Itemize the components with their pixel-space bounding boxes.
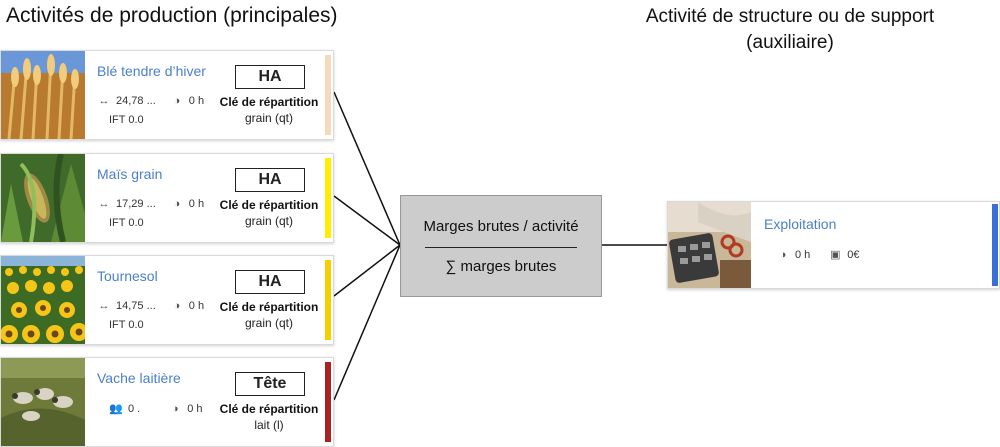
headcount-value: 0 .	[128, 402, 141, 415]
clock-icon: ◑	[173, 198, 181, 210]
arrows-icon: ↔	[98, 198, 110, 210]
activity-card-ble[interactable]: Blé tendre d’hiver ↔ 24,78 ... ◑ 0 h IFT…	[0, 50, 334, 140]
activity-card-mais[interactable]: Maïs grain ↔ 17,29 ... ◑ 0 h IFT 0.0 HA …	[0, 153, 334, 243]
area-value: 24,78 ...	[116, 95, 156, 107]
connector-ble	[333, 91, 401, 246]
cows-photo	[1, 358, 85, 446]
clock-icon: ◑	[171, 402, 179, 415]
activity-name[interactable]: Vache laitière	[97, 370, 181, 386]
hours-value: 0 h	[188, 300, 205, 312]
cle-label: Clé de répartition	[219, 300, 319, 314]
fraction-rule	[425, 247, 577, 248]
formula-box: Marges brutes / activité ∑ marges brutes	[400, 195, 602, 297]
activity-card-tournesol[interactable]: Tournesol ↔ 14,75 ... ◑ 0 h IFT 0.0 HA C…	[0, 255, 334, 345]
color-bar	[992, 204, 998, 286]
cle-label: Clé de répartition	[219, 402, 319, 416]
cle-value: grain (qt)	[244, 214, 294, 228]
wheat-photo	[1, 51, 85, 139]
arrows-icon: ↔	[98, 300, 110, 312]
office-photo	[668, 202, 751, 288]
activity-card-exploitation[interactable]: Exploitation ◑ 0 h ▣ 0€	[667, 201, 1000, 289]
ift-value: IFT 0.0	[109, 319, 144, 331]
production-heading: Activités de production (principales)	[6, 4, 338, 27]
unit-badge: Tête	[235, 372, 305, 396]
arrows-icon: ↔	[98, 95, 110, 107]
people-icon: 👥	[109, 403, 123, 415]
cle-label: Clé de répartition	[219, 198, 319, 212]
activity-name[interactable]: Tournesol	[97, 268, 158, 284]
ift-value: IFT 0.0	[109, 114, 144, 126]
area-value: 17,29 ...	[116, 198, 156, 210]
connector-mais	[333, 195, 401, 246]
cle-value: grain (qt)	[244, 316, 294, 330]
cle-value: lait (l)	[254, 418, 284, 432]
sunflower-photo	[1, 256, 85, 344]
activity-meta: 👥 0 . ◑ 0 h	[109, 402, 217, 416]
activity-card-vache[interactable]: Vache laitière 👥 0 . ◑ 0 h Tête Clé de r…	[0, 357, 334, 447]
corn-photo	[1, 154, 85, 242]
clock-icon: ◑	[779, 248, 787, 261]
activity-meta: ↔ 14,75 ... ◑ 0 h	[97, 300, 218, 312]
clock-icon: ◑	[173, 300, 181, 312]
unit-badge: HA	[235, 65, 305, 89]
activity-name[interactable]: Blé tendre d’hiver	[97, 63, 206, 79]
area-value: 14,75 ...	[116, 300, 156, 312]
hours-value: 0 h	[188, 95, 205, 107]
support-heading-line1: Activité de structure ou de support	[645, 6, 935, 27]
amount-value: 0€	[847, 248, 860, 261]
activity-meta: ↔ 24,78 ... ◑ 0 h	[97, 95, 218, 107]
unit-badge: HA	[235, 168, 305, 192]
hours-value: 0 h	[188, 198, 205, 210]
activity-meta: ↔ 17,29 ... ◑ 0 h	[97, 198, 218, 210]
formula-denominator: ∑ marges brutes	[445, 258, 557, 275]
color-bar	[325, 158, 331, 238]
support-heading-line2: (auxiliaire)	[746, 32, 834, 53]
connector-tournesol	[333, 244, 401, 297]
money-icon: ▣	[830, 249, 841, 261]
cle-label: Clé de répartition	[219, 95, 319, 109]
support-heading: Activité de structure ou de support (aux…	[640, 4, 940, 56]
hours-value: 0 h	[795, 248, 811, 261]
cle-value: grain (qt)	[244, 111, 294, 125]
formula-numerator: Marges brutes / activité	[423, 218, 579, 235]
color-bar	[325, 362, 331, 442]
hours-value: 0 h	[187, 402, 203, 415]
unit-badge: HA	[235, 270, 305, 294]
clock-icon: ◑	[173, 95, 181, 107]
activity-name[interactable]: Maïs grain	[97, 166, 163, 182]
connector-vache	[333, 244, 401, 401]
color-bar	[325, 55, 331, 135]
ift-value: IFT 0.0	[109, 217, 144, 229]
activity-name[interactable]: Exploitation	[764, 216, 837, 232]
color-bar	[325, 260, 331, 340]
activity-meta: ◑ 0 h ▣ 0€	[776, 248, 878, 262]
